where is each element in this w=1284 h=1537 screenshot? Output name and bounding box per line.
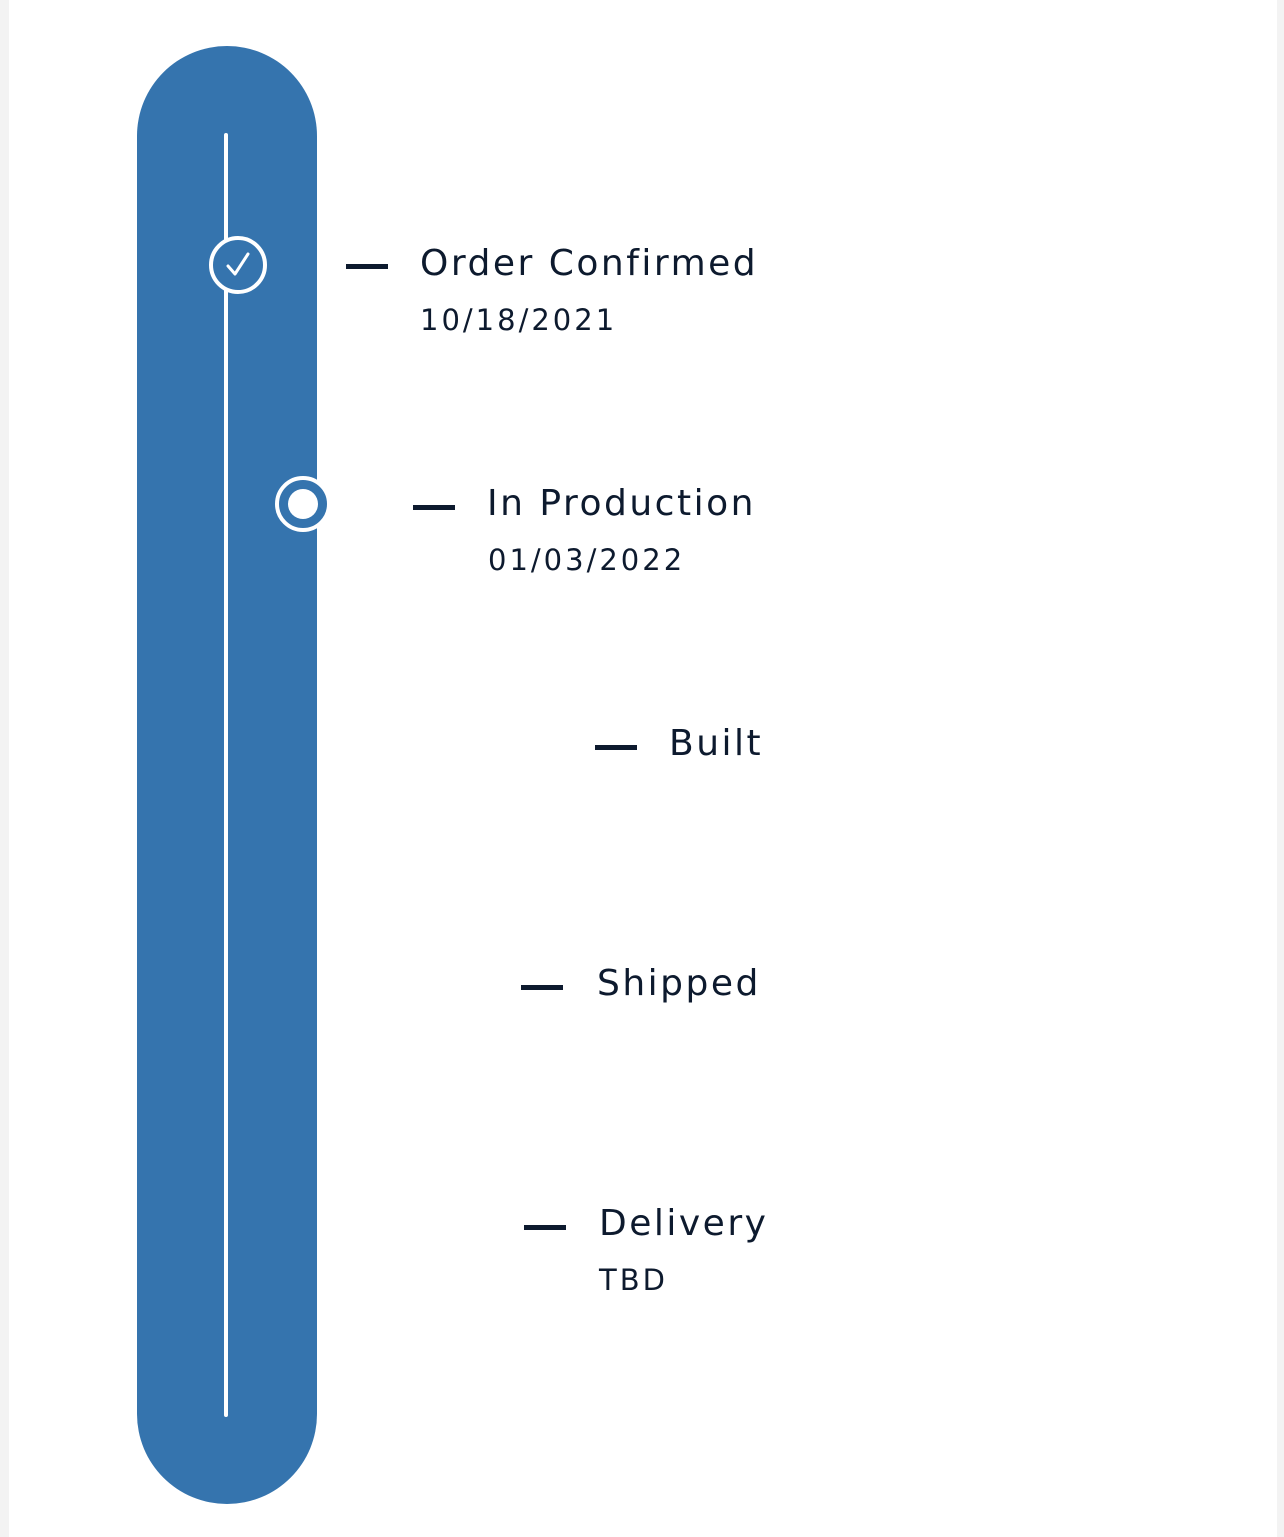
- step-dash: [595, 745, 637, 750]
- timeline-line: [224, 133, 228, 1417]
- step-date-delivery: TBD: [599, 1263, 668, 1297]
- current-step-icon: [275, 476, 331, 532]
- check-icon: [209, 236, 267, 294]
- step-dash: [346, 264, 388, 269]
- step-dash: [521, 985, 563, 990]
- order-tracker-page: Order Confirmed 10/18/2021 In Production…: [9, 0, 1277, 1537]
- step-date-order-confirmed: 10/18/2021: [420, 303, 618, 337]
- step-title-built: Built: [669, 723, 764, 764]
- step-title-in-production: In Production: [487, 483, 756, 524]
- step-date-in-production: 01/03/2022: [488, 543, 686, 577]
- step-title-order-confirmed: Order Confirmed: [420, 243, 759, 284]
- step-dash: [413, 505, 455, 510]
- step-title-shipped: Shipped: [597, 963, 761, 1004]
- step-dash: [524, 1225, 566, 1230]
- step-title-delivery: Delivery: [599, 1203, 769, 1244]
